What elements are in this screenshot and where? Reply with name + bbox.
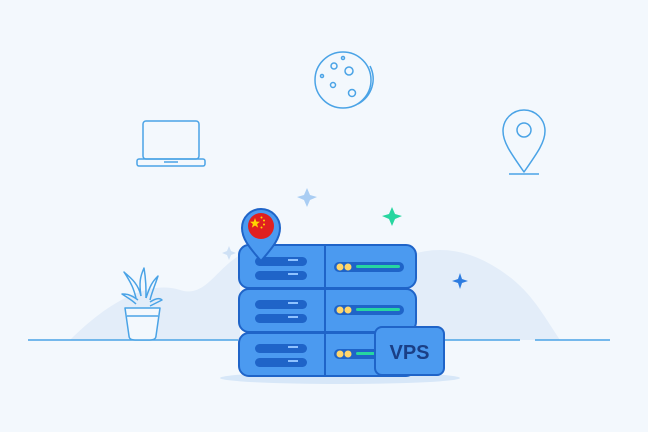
laptop-icon — [136, 120, 206, 167]
server-unit-top — [238, 244, 417, 289]
sparkle-icon — [222, 188, 468, 289]
location-pin-icon — [502, 109, 546, 175]
server-unit-bottom — [238, 332, 417, 377]
vps-badge: VPS — [374, 326, 445, 376]
background-hills — [70, 250, 560, 340]
server-unit-middle — [238, 288, 417, 333]
plant-icon — [121, 267, 163, 341]
china-flag-icon — [248, 213, 274, 239]
server-rack-icon — [238, 244, 417, 377]
map-pin-icon — [241, 208, 281, 266]
moon-icon — [314, 51, 374, 109]
vps-badge-label: VPS — [389, 342, 429, 364]
